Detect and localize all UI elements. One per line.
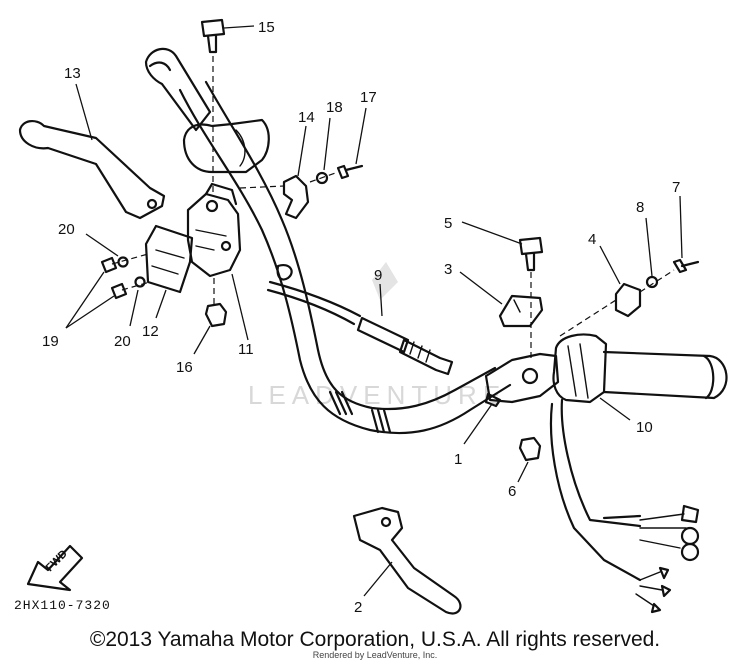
callout-3-label: 3 — [444, 261, 452, 278]
part-12-plate — [144, 224, 194, 294]
left-lever-bracket — [186, 182, 242, 278]
callout-16-label: 16 — [176, 359, 193, 376]
part-5-bolt — [518, 236, 544, 360]
callout-2: 2 — [354, 561, 393, 616]
callout-19: 19 — [42, 271, 115, 350]
callouts: 1 2 3 4 5 6 7 8 — [42, 19, 683, 616]
part-6-nut — [518, 436, 542, 462]
callout-15: 15 — [223, 19, 275, 36]
callout-7: 7 — [672, 179, 683, 259]
parts-4-7-8 — [559, 258, 700, 337]
part-10-switch — [552, 333, 608, 404]
part-13-lever — [18, 120, 166, 220]
callout-1-label: 1 — [454, 451, 462, 468]
callout-11-label: 11 — [238, 341, 254, 358]
part-3-switch — [498, 294, 544, 328]
callout-12-label: 12 — [142, 323, 159, 340]
fwd-arrow-icon: FWD — [26, 544, 84, 592]
copyright-notice: ©2013 Yamaha Motor Corporation, U.S.A. A… — [89, 628, 661, 651]
callout-9-label: 9 — [374, 267, 382, 284]
throttle-housing — [182, 118, 270, 174]
watermark-text: LEADVENTURE — [248, 380, 506, 410]
callout-8-label: 8 — [636, 199, 644, 216]
callout-12: 12 — [142, 289, 167, 340]
callout-19-label: 19 — [42, 333, 59, 350]
callout-16: 16 — [176, 325, 211, 376]
callout-20-lower: 20 — [114, 289, 139, 350]
callout-4: 4 — [588, 231, 621, 285]
part-1-bracket — [484, 352, 560, 408]
parts-14-17-18 — [239, 164, 364, 220]
callout-15-label: 15 — [258, 19, 275, 36]
part-15-bolt — [200, 18, 226, 196]
callout-14-label: 14 — [298, 109, 315, 126]
callout-8: 8 — [636, 199, 653, 277]
callout-4-label: 4 — [588, 231, 596, 248]
wire-harness — [549, 398, 700, 614]
callout-11: 11 — [231, 273, 254, 358]
callout-20-upper: 20 — [58, 221, 119, 257]
callout-13-label: 13 — [64, 65, 81, 82]
part-9-cable — [266, 264, 454, 376]
reference-code: 2HX110-7320 — [14, 598, 111, 613]
callout-6: 6 — [508, 461, 529, 500]
callout-6-label: 6 — [508, 483, 516, 500]
callout-18-label: 18 — [326, 99, 343, 116]
callout-14: 14 — [297, 109, 315, 177]
right-grip — [602, 350, 728, 400]
part-2-lever — [352, 506, 462, 615]
callout-20-upper-label: 20 — [58, 221, 75, 238]
callout-17: 17 — [355, 89, 377, 165]
watermark: LEADVENTURE — [248, 262, 506, 410]
callout-9: 9 — [374, 267, 383, 317]
callout-10-label: 10 — [636, 419, 653, 436]
callout-1: 1 — [454, 403, 493, 468]
callout-7-label: 7 — [672, 179, 680, 196]
callout-2-label: 2 — [354, 599, 362, 616]
part-16-nut — [204, 276, 228, 328]
callout-20-lower-label: 20 — [114, 333, 131, 350]
callout-10: 10 — [599, 397, 653, 436]
callout-5-label: 5 — [444, 215, 452, 232]
callout-17-label: 17 — [360, 89, 377, 106]
screws-19-20 — [100, 253, 151, 300]
left-grip — [144, 47, 212, 132]
rendered-by-note: Rendered by LeadVenture, Inc. — [312, 650, 438, 660]
callout-5: 5 — [444, 215, 523, 245]
callout-3: 3 — [444, 261, 503, 305]
callout-18: 18 — [323, 99, 343, 171]
callout-13: 13 — [64, 65, 93, 141]
